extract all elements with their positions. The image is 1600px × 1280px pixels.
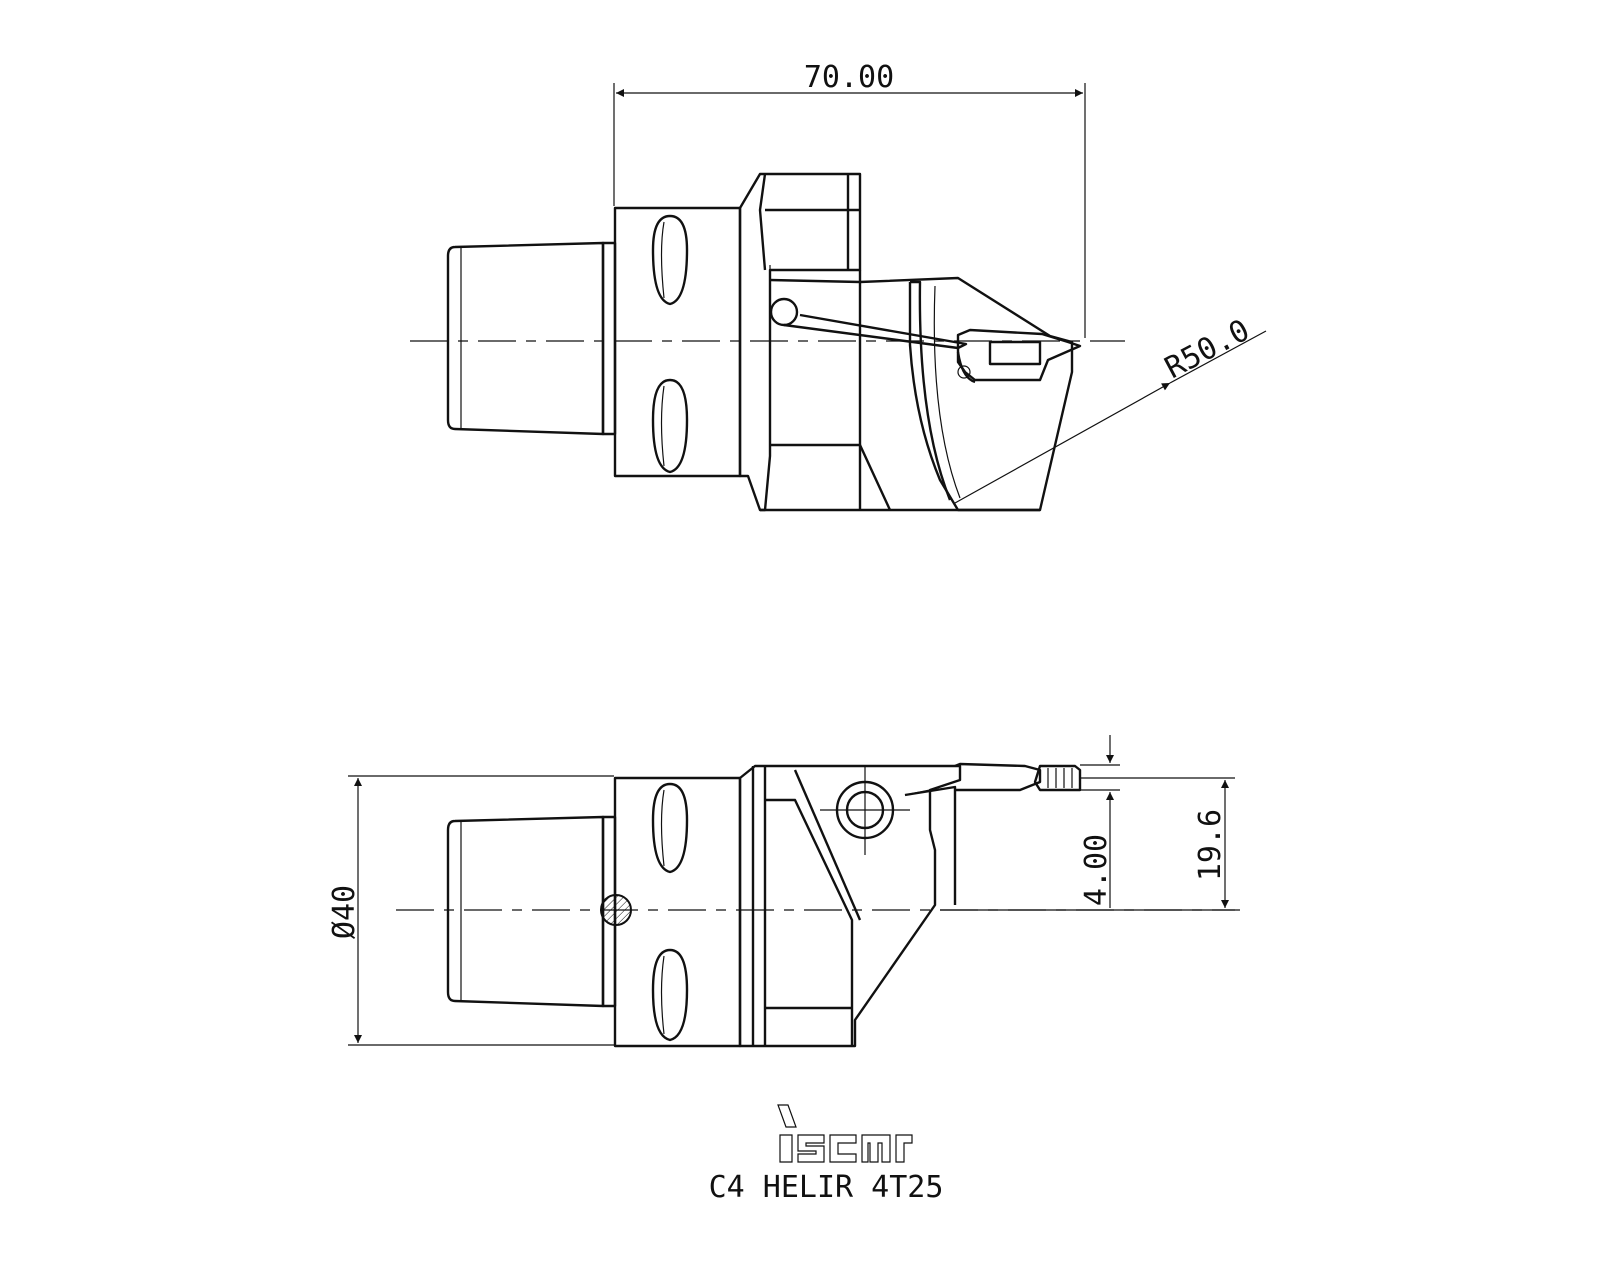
top-view: R50.0 70.00 — [410, 60, 1267, 512]
top-insert — [956, 328, 1082, 382]
bottom-collar-slot-lower — [651, 948, 689, 1042]
radius-leader — [1169, 330, 1267, 384]
bottom-view: Ø40 4.00 19.6 — [327, 735, 1240, 1048]
top-shank — [446, 241, 605, 436]
bottom-shank — [446, 815, 605, 1008]
bottom-head-body — [738, 764, 962, 1048]
bottom-insert — [1033, 764, 1082, 792]
top-head-body — [738, 172, 862, 512]
dim-diameter: Ø40 — [327, 885, 362, 939]
dim-height-total: 19.6 — [1193, 809, 1228, 881]
part-number: C4 HELIR 4T25 — [709, 1170, 944, 1205]
top-collar — [613, 206, 742, 478]
top-screw-hole — [769, 297, 799, 327]
bottom-cross-hole — [600, 894, 632, 926]
dim-height-small: 4.00 — [1079, 834, 1114, 906]
dim-length: 70.00 — [804, 60, 894, 95]
top-collar-slot-upper — [651, 214, 689, 306]
iscar-logo — [777, 1104, 913, 1163]
top-collar-slot-lower — [651, 378, 689, 474]
top-clamp-lever — [783, 313, 968, 350]
bottom-collar-slot-upper — [651, 782, 689, 874]
bottom-blade — [954, 762, 1042, 792]
bottom-collar — [613, 776, 742, 1048]
dim-radius: R50.0 — [1159, 313, 1255, 386]
